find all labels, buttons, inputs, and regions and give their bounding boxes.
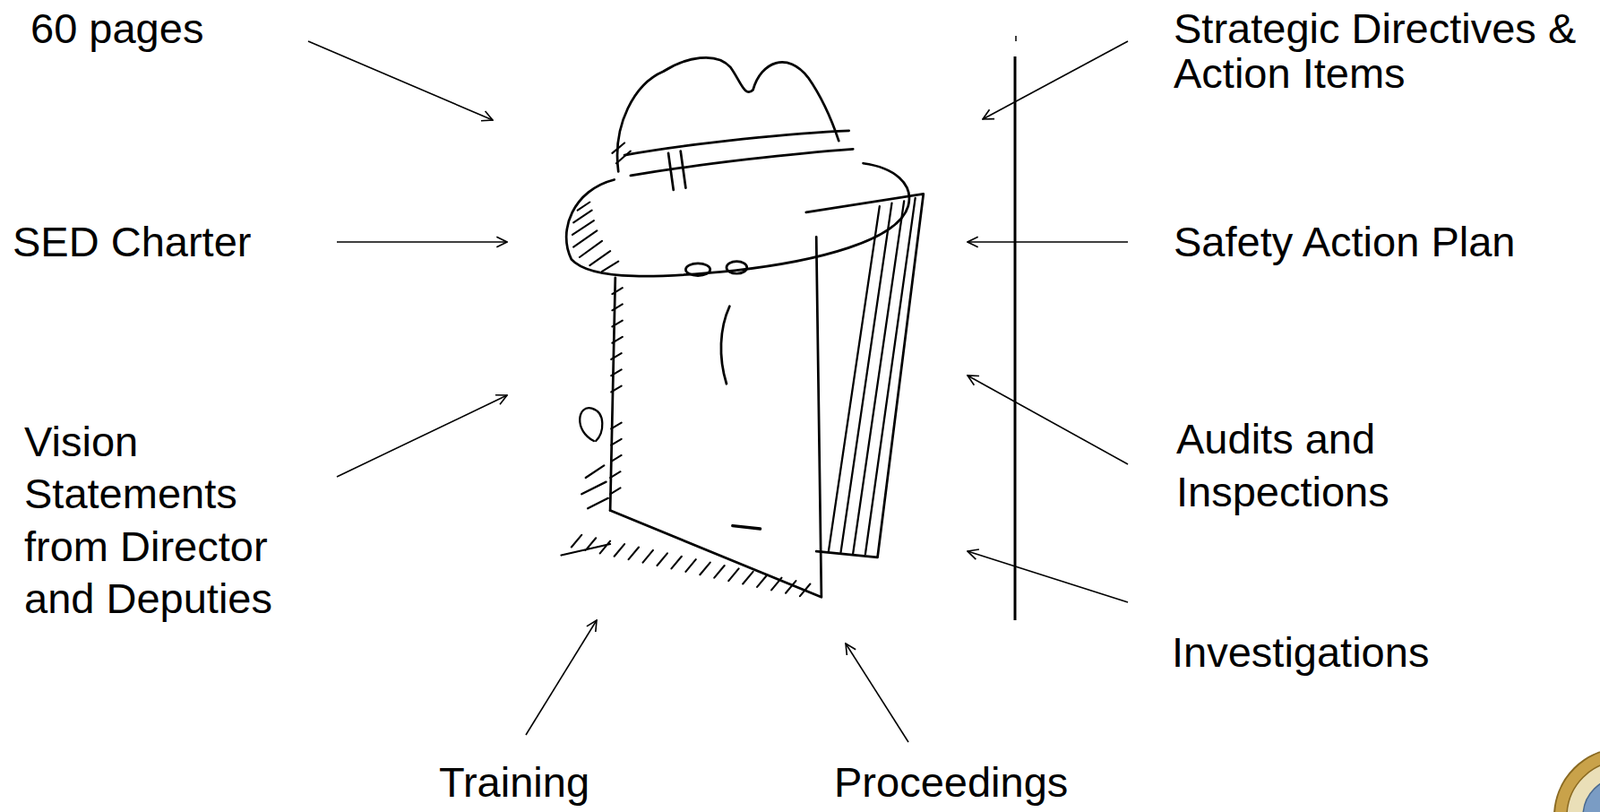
eye	[726, 261, 748, 275]
leader-arrow	[967, 550, 1128, 603]
eye	[685, 263, 710, 276]
leader-arrow	[967, 375, 1128, 465]
leader-arrow	[845, 643, 909, 742]
hat-brim	[566, 163, 910, 276]
seal-center	[1582, 776, 1600, 812]
wall-line	[1014, 56, 1017, 620]
leader-arrow	[982, 41, 1128, 120]
leader-arrow	[336, 395, 508, 477]
page-shading	[610, 287, 623, 494]
hat-band	[668, 151, 686, 190]
hand	[579, 407, 603, 441]
seal-rim	[1554, 748, 1600, 812]
page-edge	[610, 236, 822, 597]
annotation-label: 60 pages	[30, 3, 204, 54]
annotation-label: Audits and Inspections	[1176, 412, 1411, 518]
leader-arrow	[525, 619, 597, 735]
annotation-label: Vision Statements from Director and Depu…	[24, 415, 293, 625]
nose	[721, 306, 730, 385]
hat-crown	[617, 57, 839, 172]
book-spine	[828, 197, 916, 555]
annotation-label: Safety Action Plan	[1173, 216, 1515, 267]
ground-hatching	[560, 534, 810, 596]
wall-tick	[1015, 35, 1017, 42]
hat-band	[630, 148, 853, 176]
annotation-label: Proceedings	[834, 756, 1068, 808]
leader-arrow	[308, 41, 493, 121]
seal-ring	[1566, 760, 1600, 812]
leader-arrow	[967, 240, 1128, 243]
mouth	[732, 525, 761, 529]
peeking-figure	[560, 57, 923, 597]
leader-arrows	[308, 41, 1128, 742]
annotation-label: Strategic Directives & Action Items	[1173, 6, 1595, 97]
leader-arrow	[336, 240, 508, 243]
hand	[581, 464, 609, 508]
annotation-label: Training	[438, 756, 590, 808]
hat-shading	[572, 142, 631, 272]
book-spine	[806, 193, 924, 557]
annotation-label: Investigations	[1171, 627, 1429, 678]
agency-seal	[1554, 748, 1600, 812]
annotation-label: SED Charter	[12, 216, 251, 267]
